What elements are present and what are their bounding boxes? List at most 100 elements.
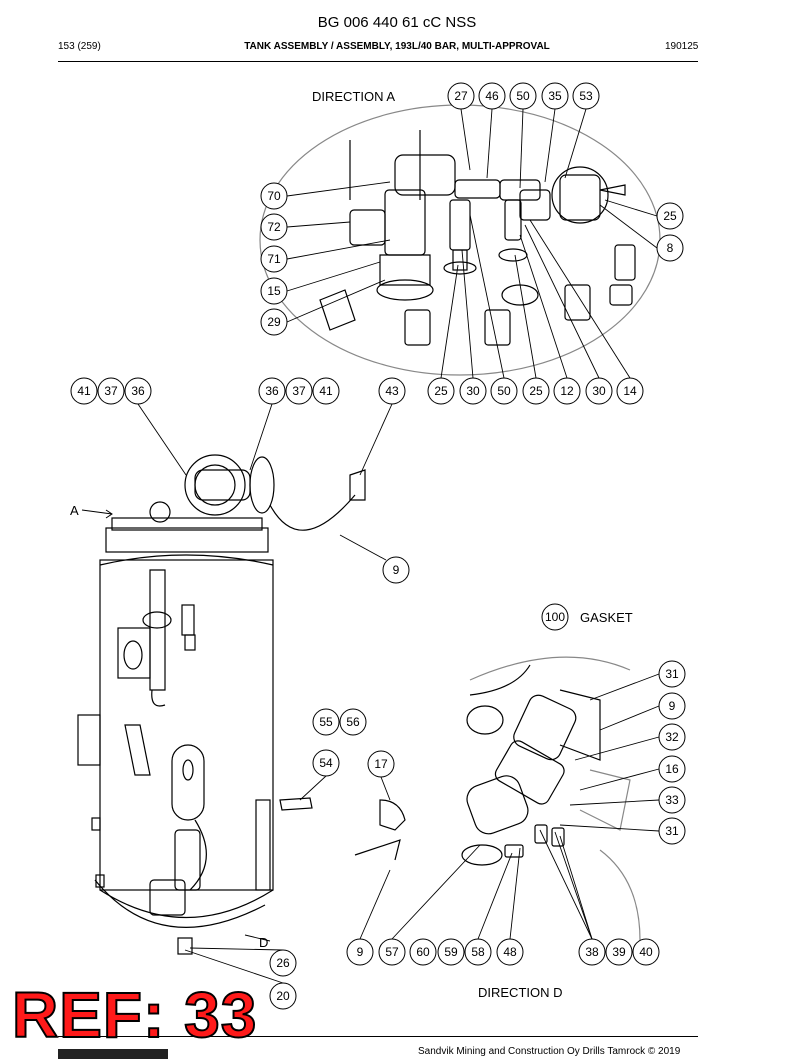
callout-bubble: 9 [382,556,410,584]
callout-bubble: 70 [260,182,288,210]
callout-bubble: 53 [572,82,600,110]
page-title: TANK ASSEMBLY / ASSEMBLY, 193L/40 BAR, M… [244,41,550,52]
callout-bubble: 14 [616,377,644,405]
bubble-circle [437,938,465,966]
leader-line [539,829,593,940]
bubble-number: 17 [374,757,388,771]
callout-bubble: 36 [258,377,286,405]
leader-line [359,403,393,476]
callout-bubble: 60 [409,938,437,966]
bubble-number: 48 [503,945,517,959]
leader-line [564,108,587,179]
tank-art [77,454,366,955]
callout-bubble: 15 [260,277,288,305]
leader-line [286,181,391,197]
bubble-circle [378,938,406,966]
direction-a-label: DIRECTION A [312,89,395,104]
bubble-circle [459,377,487,405]
bubble-circle [464,938,492,966]
callout-bubble: 46 [478,82,506,110]
bubble-number: 16 [665,762,679,776]
callout-bubble: 43 [378,377,406,405]
callout-bubble: 9 [346,938,374,966]
footer-rule [58,1036,698,1037]
leader-line [529,219,631,379]
bubble-number: 31 [665,667,679,681]
callout-bubble: 38 [578,938,606,966]
callout-bubble: 37 [97,377,125,405]
callout-bubble: 39 [605,938,633,966]
callout-bubble: 58 [464,938,492,966]
leader-line [477,852,513,940]
bubble-number: 70 [267,189,281,203]
callout-bubble: 25 [522,377,550,405]
callout-bubble: 48 [496,938,524,966]
callout-bubble: 36 [124,377,152,405]
bubble-number: 57 [385,945,399,959]
bubble-number: 43 [385,384,399,398]
callout-bubble: 40 [632,938,660,966]
bubble-number: 30 [466,384,480,398]
bubble-number: 55 [319,715,333,729]
bubble-circle [656,234,684,262]
leader-line [559,835,593,940]
bubble-number: 72 [267,220,281,234]
bubble-circle [339,708,367,736]
callout-bubble: 25 [427,377,455,405]
callout-bubble: 8 [656,234,684,262]
callout-bubble: 56 [339,708,367,736]
document-date: 190125 [665,41,699,52]
callout-bubble: 30 [585,377,613,405]
bubble-circle [572,82,600,110]
leader-line [589,673,660,701]
bubble-circle [427,377,455,405]
bubble-circle [285,377,313,405]
leader-line [137,403,187,476]
sandvik-logo [58,1049,168,1059]
bubble-number: 9 [669,699,676,713]
leader-line [286,279,386,323]
callout-bubble: 27 [447,82,475,110]
leader-line [189,947,284,951]
callout-bubble: 71 [260,245,288,273]
bubble-circle [553,377,581,405]
bubble-circle [269,949,297,977]
bubble-circle [367,750,395,778]
gasket-label: GASKET [580,610,633,625]
callout-bubble: 41 [70,377,98,405]
bubble-circle [260,308,288,336]
bubble-number: 31 [665,824,679,838]
bubble-circle [658,692,686,720]
bubble-number: 54 [319,756,333,770]
callout-bubble: 20 [269,982,297,1010]
bubble-circle [478,82,506,110]
leader-line [579,768,660,791]
leader-line [286,221,351,228]
bubble-number: 35 [548,89,562,103]
callout-bubble: 50 [509,82,537,110]
bubble-number: 59 [444,945,458,959]
bubble-circle [260,245,288,273]
bubble-circle [260,182,288,210]
bubble-number: 12 [560,384,574,398]
leader-line [559,824,660,832]
bubble-circle [658,660,686,688]
bubble-circle [658,786,686,814]
leader-line [569,799,660,806]
leader-line [544,108,556,183]
footer-copyright: Sandvik Mining and Construction Oy Drill… [418,1046,681,1057]
leader-line [460,108,471,171]
bubble-circle [541,82,569,110]
callout-bubble: 100 [541,603,569,631]
bubble-number: 9 [357,945,364,959]
callout-bubble: 30 [459,377,487,405]
callout-bubble: 55 [312,708,340,736]
bubble-number: 58 [471,945,485,959]
bubble-number: 36 [265,384,279,398]
bubble-number: 39 [612,945,626,959]
bubble-circle [260,277,288,305]
bubble-number: 8 [667,241,674,255]
view-a-marker: A [70,503,79,518]
leader-line [469,214,505,379]
